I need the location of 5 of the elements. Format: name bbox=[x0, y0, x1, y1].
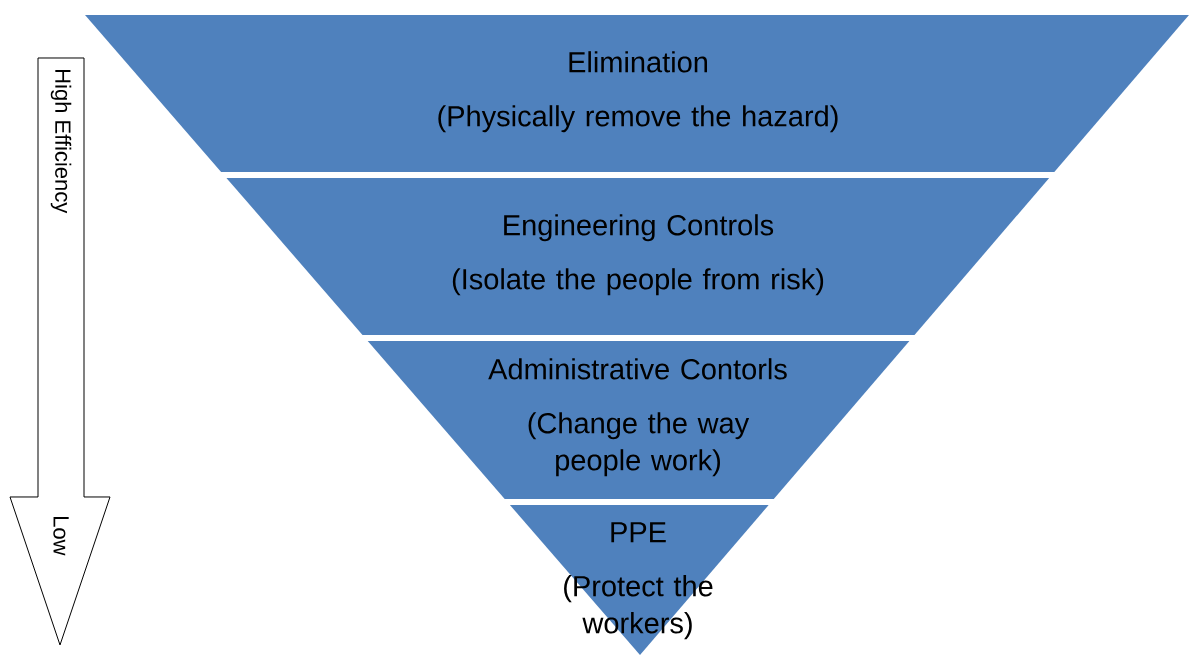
arrow-label: Low bbox=[53, 517, 69, 556]
pyramid-level: Elimination (Physically remove the hazard) bbox=[85, 15, 1189, 172]
pyramid-level: Engineering Controls (Isolate the people from risk) bbox=[226, 178, 1050, 335]
pyramid-level: Administrative Contorls (Change the way people work) bbox=[367, 341, 910, 499]
arrow-label: High Efficiency bbox=[50, 70, 72, 214]
